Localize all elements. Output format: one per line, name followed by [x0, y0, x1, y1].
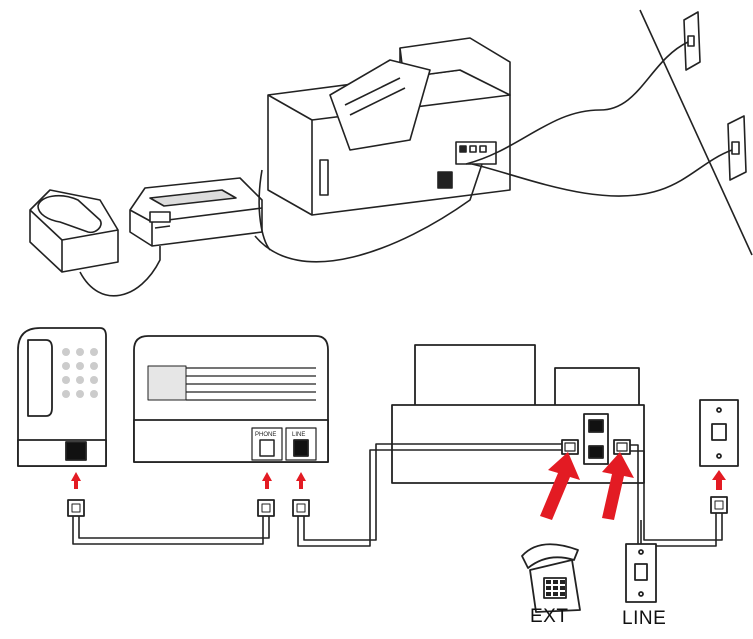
line-label: LINE — [622, 608, 667, 629]
middle-phone-port — [259, 439, 275, 457]
fax-line-port-top — [588, 445, 604, 459]
rj11-plug-icon — [67, 499, 85, 517]
wall-jack-lower — [727, 115, 747, 181]
wall-jack-schematic — [699, 399, 739, 467]
middle-device: PHONE LINE — [133, 335, 329, 463]
red-arrow-icon — [262, 472, 272, 489]
cord-printer-to-upper-jack — [465, 41, 689, 165]
red-arrow-icon — [540, 452, 580, 520]
red-arrow-icon — [712, 470, 726, 490]
rj11-plug-icon — [257, 499, 275, 517]
rj11-plug-icon — [292, 499, 310, 517]
fax-printer-schematic — [391, 344, 645, 484]
wall-jack-upper — [683, 11, 701, 71]
extension-phone-icon — [521, 543, 581, 613]
cable-device-to-fax-ext — [297, 449, 562, 547]
cables — [72, 443, 723, 547]
ext-label: EXT — [530, 606, 569, 627]
cord-printer-to-lower-jack — [471, 149, 733, 197]
red-arrow-icon — [296, 472, 306, 489]
cord-modem-power — [258, 169, 271, 251]
top-illustration — [29, 9, 753, 297]
middle-line-port-label: LINE — [292, 432, 305, 438]
telephone-port — [65, 441, 87, 461]
red-arrow-icon — [71, 472, 81, 489]
plugs — [67, 496, 728, 517]
middle-line-port — [293, 439, 309, 457]
fax-ext-port-top — [588, 419, 604, 433]
telephone-device — [17, 327, 107, 467]
wall-jack-icon — [625, 543, 657, 603]
big-arrows — [540, 452, 634, 520]
cord-modem-to-printer — [254, 163, 483, 263]
wall-line — [639, 9, 753, 256]
cable-phone-to-device — [72, 516, 264, 545]
red-arrow-icon — [602, 452, 634, 520]
handset-phone-device — [29, 189, 119, 273]
device-vent-lines — [186, 367, 316, 401]
telephone-keypad — [62, 348, 98, 398]
small-arrows — [71, 470, 726, 490]
middle-phone-port-label: PHONE — [255, 432, 276, 438]
answering-machine-device — [129, 177, 263, 247]
cord-phone-to-modem — [79, 246, 161, 297]
bottom-schematic: PHONE LINE — [17, 327, 739, 613]
rj11-plug-icon — [710, 496, 728, 514]
